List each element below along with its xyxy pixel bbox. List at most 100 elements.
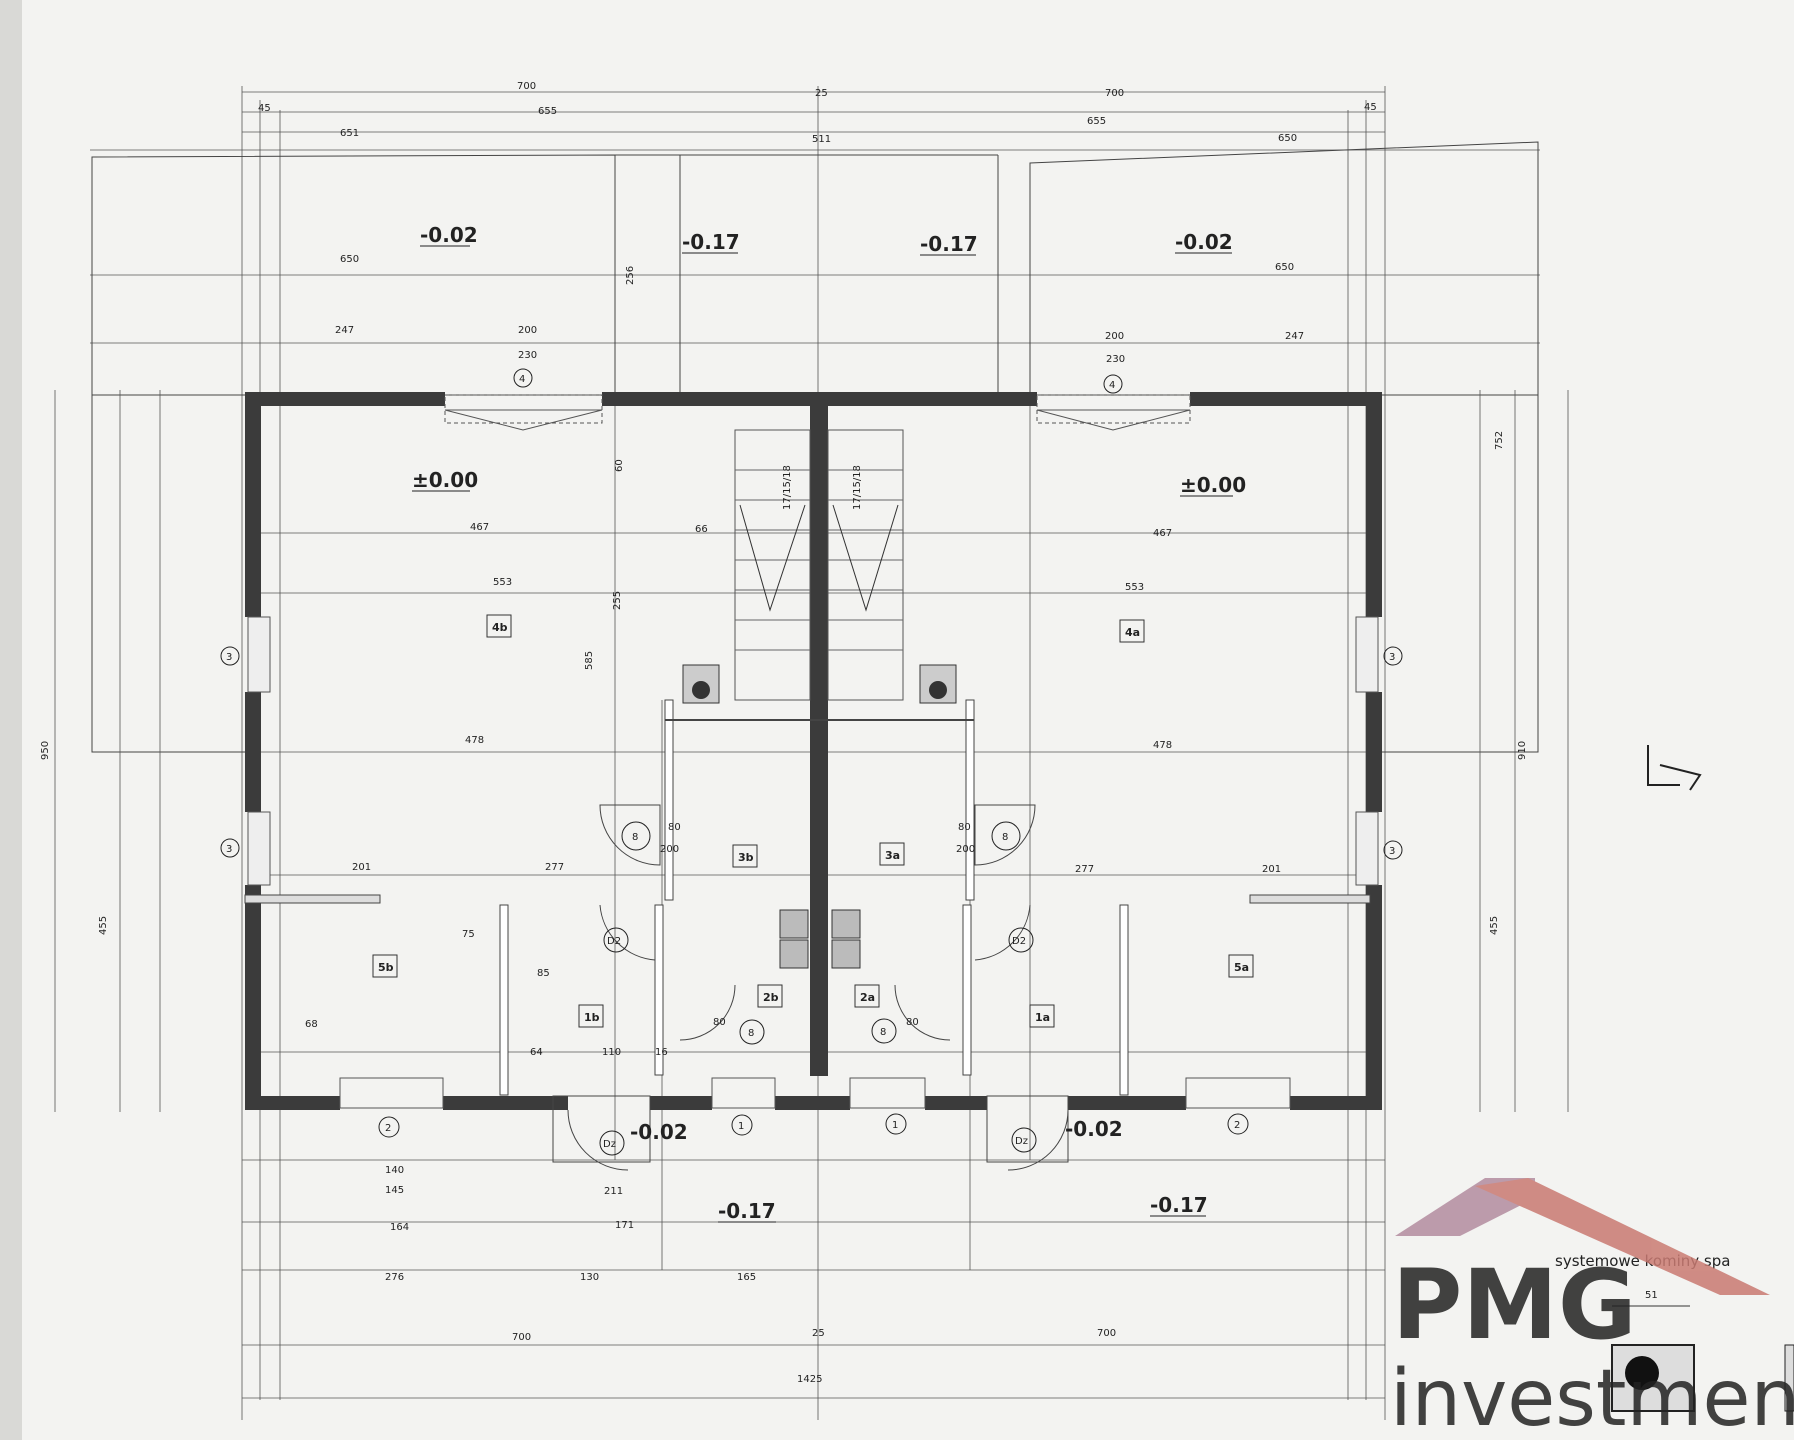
level-front-right: -0.17 [1150,1193,1208,1217]
dimension-label: 165 [737,1272,756,1283]
marker-8-b: 8 [1002,832,1008,843]
room-5b: 5b [378,961,394,974]
dimension-label: 201 [1262,864,1281,875]
marker-2-right: 2 [1234,1120,1240,1131]
door-d2-right: D2 [1012,936,1026,947]
top-dimension-lines [90,86,1540,1420]
level-living-left: ±0.00 [412,468,478,492]
dimension-label: 68 [305,1019,318,1030]
marker-3-left-a: 3 [226,652,232,663]
marker-4-right: 4 [1109,380,1115,391]
logo-pmg: PMG [1392,1249,1637,1361]
dimension-label: 25 [815,88,828,99]
room-5a: 5a [1234,961,1249,974]
dimension-label: 478 [465,735,484,746]
dimension-label: 247 [335,325,354,336]
door-labels: D2 D2 Dz Dz 80 200 80 200 80 80 [599,822,1037,1156]
door-swings [552,804,1069,1171]
dimension-label: 256 [625,266,636,285]
dimension-label: 130 [580,1272,599,1283]
dimension-label: 467 [1153,528,1172,539]
logo-investment: investment [1390,1354,1794,1440]
dimension-label: 211 [604,1186,623,1197]
dimension-label: 455 [98,916,109,935]
dimension-label: 230 [518,350,537,361]
dimension-label: 255 [612,591,623,610]
dimension-label: 75 [462,929,475,940]
stairs-label-left: 17/15/18 [782,465,793,510]
dimension-label: 60 [614,459,625,472]
marker-1-left: 1 [738,1121,744,1132]
dimension-label: 200 [518,325,537,336]
dimension-label: 700 [512,1332,531,1343]
dimension-label: 16 [655,1047,668,1058]
room-1a: 1a [1035,1011,1050,1024]
dimension-label: 655 [538,106,557,117]
door-d2-left: D2 [607,936,621,947]
dimension-label: 164 [390,1222,409,1233]
level-entry-left: -0.02 [630,1120,688,1144]
marker-3-left-b: 3 [226,844,232,855]
door-height-left: 200 [660,844,679,855]
chimneys [682,664,957,969]
marker-4-left: 4 [519,374,525,385]
room-4a: 4a [1125,626,1140,639]
dimension-label: 45 [258,103,271,114]
dimension-numbers: 700 700 25 655 655 45 45 651 650 511 650… [40,81,1528,1385]
dimension-label: 200 [1105,331,1124,342]
marker-8-c: 8 [748,1028,754,1039]
marker-2-left: 2 [385,1123,391,1134]
stairs-right [827,429,904,701]
marker-8-d: 8 [880,1027,886,1038]
room-labels: 4b 4a 3b 3a 2b 2a 1b 1a 5b 5a [372,614,1254,1028]
room-2b: 2b [763,991,779,1004]
level-front-left: -0.17 [718,1199,776,1223]
dimension-label: 511 [812,134,831,145]
dimension-label: 145 [385,1185,404,1196]
dimension-label: 478 [1153,740,1172,751]
dimension-label: 201 [352,862,371,873]
dimension-label: 110 [602,1047,621,1058]
stairs-label-right: 17/15/18 [852,465,863,510]
dimension-label: 650 [1275,262,1294,273]
dimension-label: 650 [1278,133,1297,144]
stairs-left [734,429,811,701]
legend-dim: 51 [1645,1290,1658,1301]
dimension-label: 277 [1075,864,1094,875]
dimension-label: 910 [1517,741,1528,760]
dimension-label: 655 [1087,116,1106,127]
dimension-label: 752 [1494,431,1505,450]
marker-8-a: 8 [632,832,638,843]
dimension-label: 230 [1106,354,1125,365]
door-width-right: 80 [958,822,971,833]
windows [247,394,1379,1109]
circle-markers: 4 4 3 3 3 3 2 2 1 1 8 8 8 8 [220,368,1403,1138]
dimension-label: 66 [695,524,708,535]
door-width-2b: 80 [713,1017,726,1028]
north-arrow-symbol [1647,745,1702,791]
level-marks: -0.02 -0.17 -0.17 -0.02 ±0.00 ±0.00 -0.0… [412,223,1246,1223]
room-3b: 3b [738,851,754,864]
dimension-label: 950 [40,741,51,760]
dimension-label: 700 [1105,88,1124,99]
door-dz-right: Dz [1015,1136,1028,1147]
level-terrace-mid-right: -0.17 [920,232,978,256]
dimension-label: 650 [340,254,359,265]
dimension-label: 700 [517,81,536,92]
dimension-label: 247 [1285,331,1304,342]
room-4b: 4b [492,621,508,634]
dimension-label: 140 [385,1165,404,1176]
dimension-label: 1425 [797,1374,822,1385]
dimension-label: 467 [470,522,489,533]
level-terrace-mid-left: -0.17 [682,230,740,254]
stairs-labels: 17/15/18 17/15/18 [782,465,863,510]
walls [244,392,1382,1110]
dimension-label: 277 [545,862,564,873]
level-terrace-left: -0.02 [420,223,478,247]
dimension-label: 25 [812,1328,825,1339]
marker-1-right: 1 [892,1120,898,1131]
dimension-label: 553 [493,577,512,588]
pmg-logo: PMG investment [1390,1178,1794,1440]
door-width-left: 80 [668,822,681,833]
marker-3-right-b: 3 [1389,846,1395,857]
